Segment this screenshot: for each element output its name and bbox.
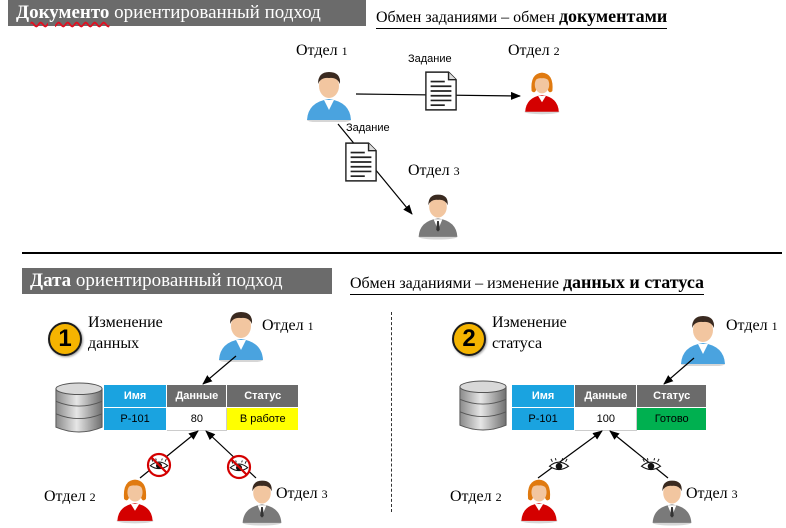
panel2-dept2-label: Отдел 2 [450, 488, 502, 505]
panel1-col-data-header: Данные [166, 384, 228, 408]
doc-subtitle-normal: Обмен заданиями – обмен [376, 9, 559, 26]
panel2-arrow-dept2-to-table [537, 430, 603, 479]
doc-approach-header: Документо ориентированный подход [8, 0, 366, 26]
panel2-col-status-header: Статус [636, 384, 707, 408]
doc-task-label-1: Задание [408, 53, 452, 65]
panel1-number-badge: 1 [48, 322, 82, 356]
panel1-eye-blocked-icon-left [146, 452, 172, 478]
panel-separator [391, 312, 392, 512]
panel1-dept2-label: Отдел 2 [44, 488, 96, 505]
panel1-data-table: Имя Данные Статус P-101 80 В работе [102, 384, 299, 431]
panel2-arrow-dept1-to-table [663, 357, 695, 385]
panel1-cell-status: В работе [226, 407, 299, 431]
panel1-note: Изменение данных [88, 312, 163, 354]
data-approach-header-bold: Дата [30, 270, 72, 291]
doc-task-label-2: Задание [346, 122, 390, 134]
panel1-col-name-header: Имя [102, 384, 168, 408]
panel2-eye-icon-left [548, 458, 570, 473]
panel1-col-status-header: Статус [226, 384, 299, 408]
panel2-col-name-header: Имя [510, 384, 576, 408]
panel2-dept1-label: Отдел 1 [726, 317, 778, 334]
data-approach-header: Дата ориентированный подход [22, 268, 332, 294]
doc-dept-2-label: Отдел 2 [508, 42, 560, 59]
panel2-col-data-header: Данные [574, 384, 638, 408]
panel2-note-line1: Изменение [492, 314, 567, 331]
data-subtitle-bold: данных и статуса [562, 272, 705, 292]
data-subtitle-normal: Обмен заданиями – изменение [350, 275, 563, 292]
panel2-note-line2: статуса [492, 335, 543, 352]
panel2-cell-name: P-101 [510, 407, 576, 431]
panel1-dept3-label: Отдел 3 [276, 485, 328, 502]
panel1-arrow-dept1-to-table [202, 355, 237, 385]
panel2-eye-icon-right [640, 458, 662, 473]
panel2-dept3-label: Отдел 3 [686, 485, 738, 502]
panel2-note: Изменение статуса [492, 312, 567, 354]
panel2-data-table: Имя Данные Статус P-101 100 Готово [510, 384, 707, 431]
panel1-note-line1: Изменение [88, 314, 163, 331]
doc-approach-header-bold: Документо [16, 2, 110, 23]
panel1-cell-name: P-101 [102, 407, 168, 431]
doc-approach-subtitle: Обмен заданиями – обмен документами [376, 6, 668, 29]
doc-subtitle-bold: документами [558, 6, 668, 26]
panel2-arrow-dept3-to-table [609, 430, 669, 479]
panel2-dept2-person-icon [518, 474, 560, 524]
panel1-dept1-label: Отдел 1 [262, 317, 314, 334]
doc-dept-3-label: Отдел 3 [408, 162, 460, 179]
data-approach-subtitle: Обмен заданиями – изменение данных и ста… [350, 272, 705, 295]
section-divider [22, 252, 782, 254]
panel2-number-badge: 2 [452, 322, 486, 356]
doc-approach-header-rest: ориентированный подход [109, 2, 321, 23]
panel2-cell-status: Готово [636, 407, 707, 431]
panel1-note-line2: данных [88, 335, 140, 352]
panel2-cell-data: 100 [574, 407, 638, 431]
panel1-cell-data: 80 [166, 407, 228, 431]
panel1-eye-blocked-icon-right [226, 454, 252, 480]
data-approach-header-rest: ориентированный подход [71, 270, 283, 291]
doc-dept-1-label: Отдел 1 [296, 42, 348, 59]
